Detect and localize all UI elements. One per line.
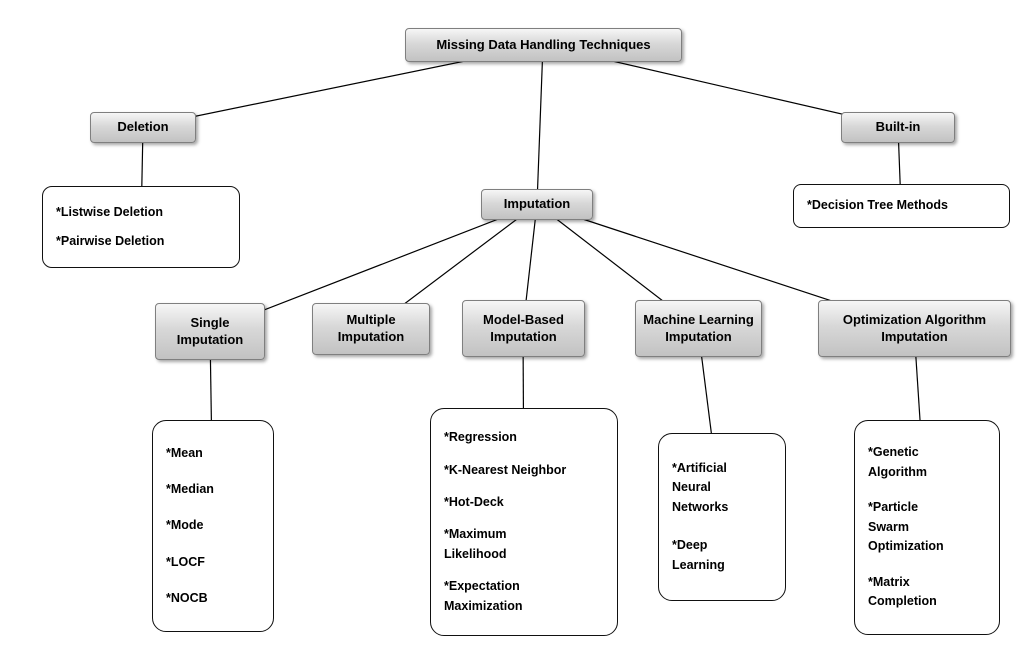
leaf-item-expectation-maximization: *Expectation Maximization [444,579,523,613]
leaf-item-locf: *LOCF [166,554,205,569]
node-multiple-imputation: Multiple Imputation [312,303,430,355]
leaf-item-median: *Median [166,482,214,497]
leaf-item-nocb: *NOCB [166,590,208,605]
node-imputation: Imputation [481,189,593,220]
leaf-item-maximum-likelihood: *Maximum Likelihood [444,527,507,561]
leaf-item-mean: *Mean [166,445,203,460]
leaf-item-genetic-algorithm: *Genetic Algorithm [868,445,928,479]
leaf-item-mode: *Mode [166,518,204,533]
leaf-item-decision-tree-methods: *Decision Tree Methods [807,198,949,213]
leaf-item-regression: *Regression [444,430,517,445]
node-built-in: Built-in [841,112,955,143]
node-model-based-imputation: Model-Based Imputation [462,300,585,357]
node-machine-learning-imputation: Machine Learning Imputation [635,300,762,357]
leaf-single-imputation-methods: *Mean *Median *Mode *LOCF *NOCB [152,420,274,632]
leaf-item-k-nearest-neighbor: *K-Nearest Neighbor [444,462,567,477]
leaf-item-artificial-neural-networks: *Artificial Neural Networks [672,461,729,514]
connector-root-imputation [536,44,544,205]
leaf-optimization-algorithm-methods: *Genetic Algorithm *Particle Swarm Optim… [854,420,1000,635]
leaf-item-hot-deck: *Hot-Deck [444,494,504,509]
node-single-imputation: Single Imputation [155,303,265,360]
node-missing-data-handling-techniques: Missing Data Handling Techniques [405,28,682,62]
leaf-machine-learning-methods: *Artificial Neural Networks *Deep Learni… [658,433,786,601]
leaf-item-matrix-completion: *Matrix Completion [868,574,937,609]
node-deletion: Deletion [90,112,196,143]
leaf-item-particle-swarm-optimization: *Particle Swarm Optimization [868,500,944,554]
leaf-item-listwise-deletion: *Listwise Deletion [56,204,163,219]
leaf-item-deep-learning: *Deep Learning [672,538,725,572]
leaf-built-in-methods: *Decision Tree Methods [793,184,1010,228]
node-optimization-algorithm-imputation: Optimization Algorithm Imputation [818,300,1011,357]
leaf-item-pairwise-deletion: *Pairwise Deletion [56,233,165,248]
leaf-deletion-methods: *Listwise Deletion *Pairwise Deletion [42,186,240,268]
leaf-model-based-methods: *Regression *K-Nearest Neighbor *Hot-Dec… [430,408,618,636]
